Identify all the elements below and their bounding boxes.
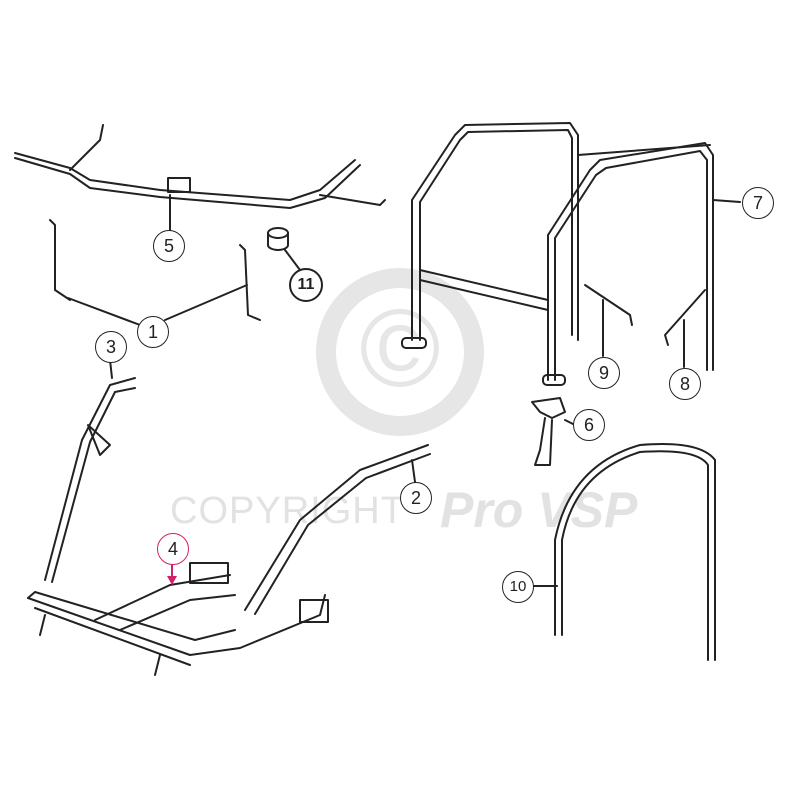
part-8-brace bbox=[664, 289, 706, 368]
callout-5: 5 bbox=[153, 230, 185, 262]
part-3-tube bbox=[44, 359, 136, 583]
copyright-watermark-brand: Pro VSP bbox=[440, 482, 638, 538]
callout-4: 4 bbox=[157, 533, 189, 565]
part-4-arrow-icon bbox=[167, 576, 177, 585]
callout-10: 10 bbox=[502, 571, 534, 603]
part-7-cage bbox=[401, 122, 741, 386]
callout-9: 9 bbox=[588, 357, 620, 389]
callout-2: 2 bbox=[400, 482, 432, 514]
part-9-brace bbox=[584, 284, 633, 357]
callout-1: 1 bbox=[137, 316, 169, 348]
callout-7: 7 bbox=[742, 187, 774, 219]
part-4-frame bbox=[27, 562, 329, 676]
copyright-watermark-text: COPYRIGHT bbox=[170, 490, 405, 532]
part-2-tube bbox=[244, 444, 431, 615]
callout-3: 3 bbox=[95, 331, 127, 363]
callout-11: 11 bbox=[289, 268, 323, 302]
callout-8: 8 bbox=[669, 368, 701, 400]
part-6-mount bbox=[531, 397, 574, 466]
part-10-hoop bbox=[533, 443, 716, 661]
part-1-brackets bbox=[49, 219, 261, 326]
callout-6: 6 bbox=[573, 409, 605, 441]
part-11-bushing bbox=[267, 227, 301, 271]
part-5-bar bbox=[14, 124, 386, 233]
